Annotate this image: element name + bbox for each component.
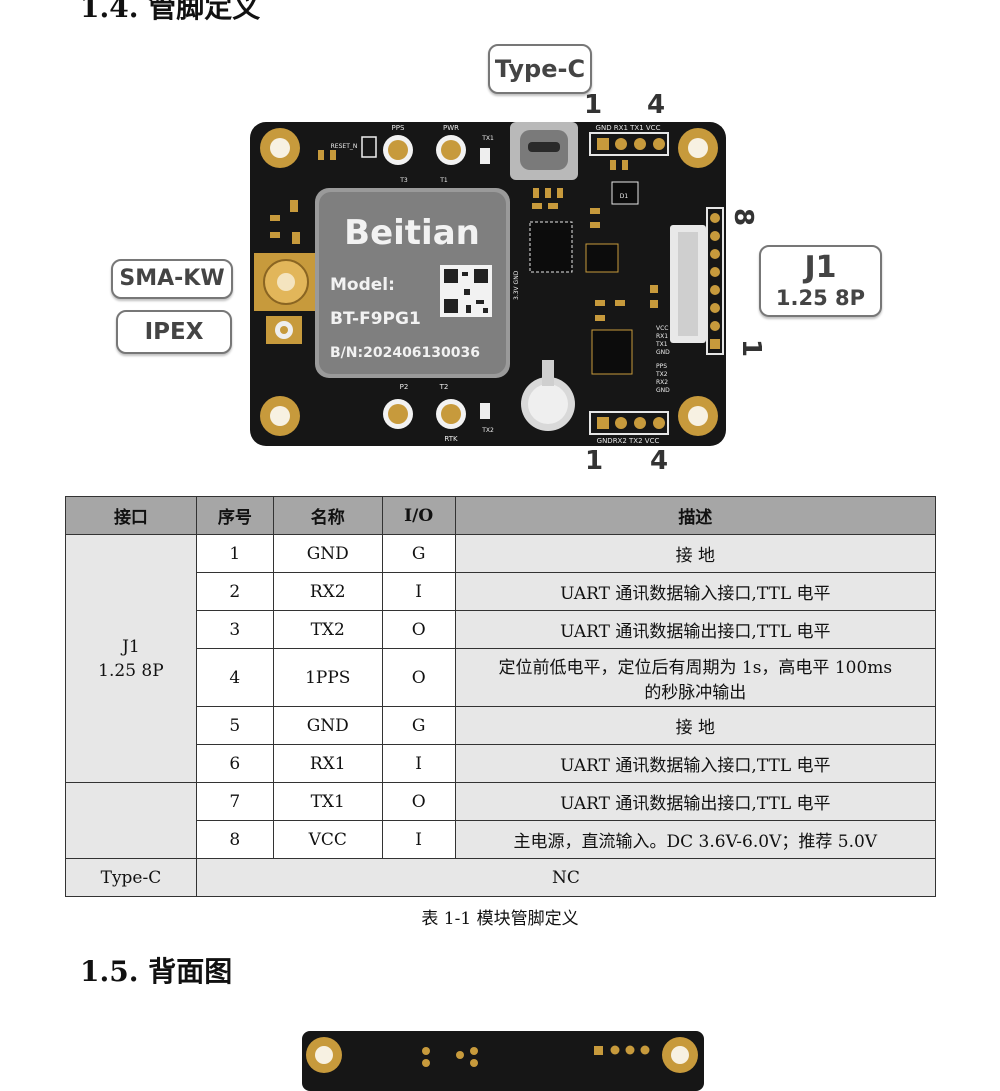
table-row: 5 GND G 接 地 xyxy=(66,706,937,745)
ic-chip xyxy=(529,221,573,273)
batch-number: B/N:202406130036 xyxy=(330,345,480,361)
j1-pads xyxy=(710,213,720,349)
table-row: 4 1PPS O 定位前低电平，定位后有周期为 1s，高电平 100ms 的秒脉… xyxy=(66,648,937,707)
j1-silk-labels: VCC RX1 TX1 GND PPS TX2 RX2 GND xyxy=(655,325,670,394)
silk-t3: T3 xyxy=(399,177,408,184)
pin-number-j1-1: 1 xyxy=(736,338,767,358)
callout-sma-kw: SMA-KW xyxy=(111,259,233,299)
group-j1-spec: 1.25 8P xyxy=(98,660,164,681)
typec-value: NC xyxy=(195,858,937,897)
svg-text:TX2: TX2 xyxy=(655,371,668,378)
pin-number-bottom-1: 1 xyxy=(585,446,604,476)
svg-text:RX1: RX1 xyxy=(656,333,668,340)
top-header-label: GND RX1 TX1 VCC xyxy=(596,124,661,132)
mounting-holes xyxy=(260,128,718,436)
bottom-leds xyxy=(383,399,466,429)
back-view-board xyxy=(302,1031,704,1091)
svg-text:VCC: VCC xyxy=(656,325,668,332)
qr-code-icon xyxy=(440,265,492,317)
section-heading-back-view: 1.5. 背面图 xyxy=(80,955,233,988)
silk-t1: T1 xyxy=(439,177,448,184)
silk-rtk: RTK xyxy=(444,435,458,443)
silk-tx2: TX2 xyxy=(481,427,494,434)
header-interface: 接口 xyxy=(65,496,197,535)
svg-text:PPS: PPS xyxy=(656,363,667,370)
callout-typec: Type-C xyxy=(488,44,592,94)
pin-number-bottom-4: 4 xyxy=(650,446,669,476)
table-row: 3 TX2 O UART 通讯数据输出接口,TTL 电平 xyxy=(66,610,937,649)
table-row: 7 TX1 O UART 通讯数据输出接口,TTL 电平 xyxy=(65,782,937,859)
group-cell-j1: J1 1.25 8P xyxy=(65,534,197,783)
header-io: I/O xyxy=(381,496,456,535)
header-description: 描述 xyxy=(454,496,937,535)
section-heading-pin-definition: 1.4. 管脚定义 xyxy=(80,0,261,24)
model-number: BT-F9PG1 xyxy=(330,309,421,329)
model-label: Model: xyxy=(330,275,395,295)
silk-d1: D1 xyxy=(620,193,629,200)
callout-ipex: IPEX xyxy=(116,310,232,354)
pin-number-top-4: 4 xyxy=(647,90,666,120)
svg-text:GND: GND xyxy=(656,387,670,394)
table-caption: 表 1-1 模块管脚定义 xyxy=(421,909,579,929)
pin-number-top-1: 1 xyxy=(584,90,603,120)
pin-number-j1-8: 8 xyxy=(728,207,759,227)
silk-pwr: PWR xyxy=(443,124,459,132)
table-row: 6 RX1 I UART 通讯数据输入接口,TTL 电平 xyxy=(66,744,937,783)
callout-j1-title: J1 xyxy=(804,250,837,285)
passive-components xyxy=(270,150,658,321)
svg-text:GND: GND xyxy=(656,349,670,356)
group-j1-name: J1 xyxy=(122,636,140,657)
table-row-typec: Type-C NC xyxy=(65,858,937,897)
brand-logo-text: Beitian xyxy=(344,213,480,253)
top-leds xyxy=(383,135,466,165)
table-header-row: 接口 序号 名称 I/O 描述 xyxy=(65,496,937,535)
header-name: 名称 xyxy=(272,496,383,535)
level-shifter-chip xyxy=(591,329,633,375)
top-header-pads xyxy=(597,138,665,150)
callout-j1: J1 1.25 8P xyxy=(759,245,882,317)
silk-t2: T2 xyxy=(439,383,449,391)
module-figure: GND RX1 TX1 VCC GNDRX2 TX2 VCC Beitian M… xyxy=(0,0,1000,490)
module-pcb-illustration: GND RX1 TX1 VCC GNDRX2 TX2 VCC Beitian M… xyxy=(250,122,726,446)
group-cell-typec: Type-C xyxy=(65,858,197,897)
pps-description: 定位前低电平，定位后有周期为 1s，高电平 100ms 的秒脉冲输出 xyxy=(454,648,937,707)
header-number: 序号 xyxy=(195,496,274,535)
silk-pps: PPS xyxy=(392,124,405,132)
silk-p2: P2 xyxy=(400,383,409,391)
back-view-illustration xyxy=(306,1037,698,1073)
silk-33v-gnd: 3.3V GND xyxy=(513,270,520,300)
svg-text:TX1: TX1 xyxy=(655,341,668,348)
table-row: 8 VCC I 主电源，直流输入。DC 3.6V-6.0V；推荐 5.0V xyxy=(66,820,937,859)
silk-reset: RESET_N xyxy=(331,143,358,150)
table-row: J1 1.25 8P 1 GND G 接 地 xyxy=(65,534,937,783)
bottom-header-label: GNDRX2 TX2 VCC xyxy=(597,437,660,445)
table-row: 2 RX2 I UART 通讯数据输入接口,TTL 电平 xyxy=(66,572,937,611)
silk-tx1: TX1 xyxy=(481,135,494,142)
bottom-header-pads xyxy=(597,417,665,429)
group-cell-empty xyxy=(65,782,197,859)
callout-j1-subtitle: 1.25 8P xyxy=(775,286,866,310)
svg-text:RX2: RX2 xyxy=(656,379,668,386)
pin-definition-table: 接口 序号 名称 I/O 描述 J1 1.25 8P 1 GND G 接 地 2… xyxy=(65,496,937,897)
